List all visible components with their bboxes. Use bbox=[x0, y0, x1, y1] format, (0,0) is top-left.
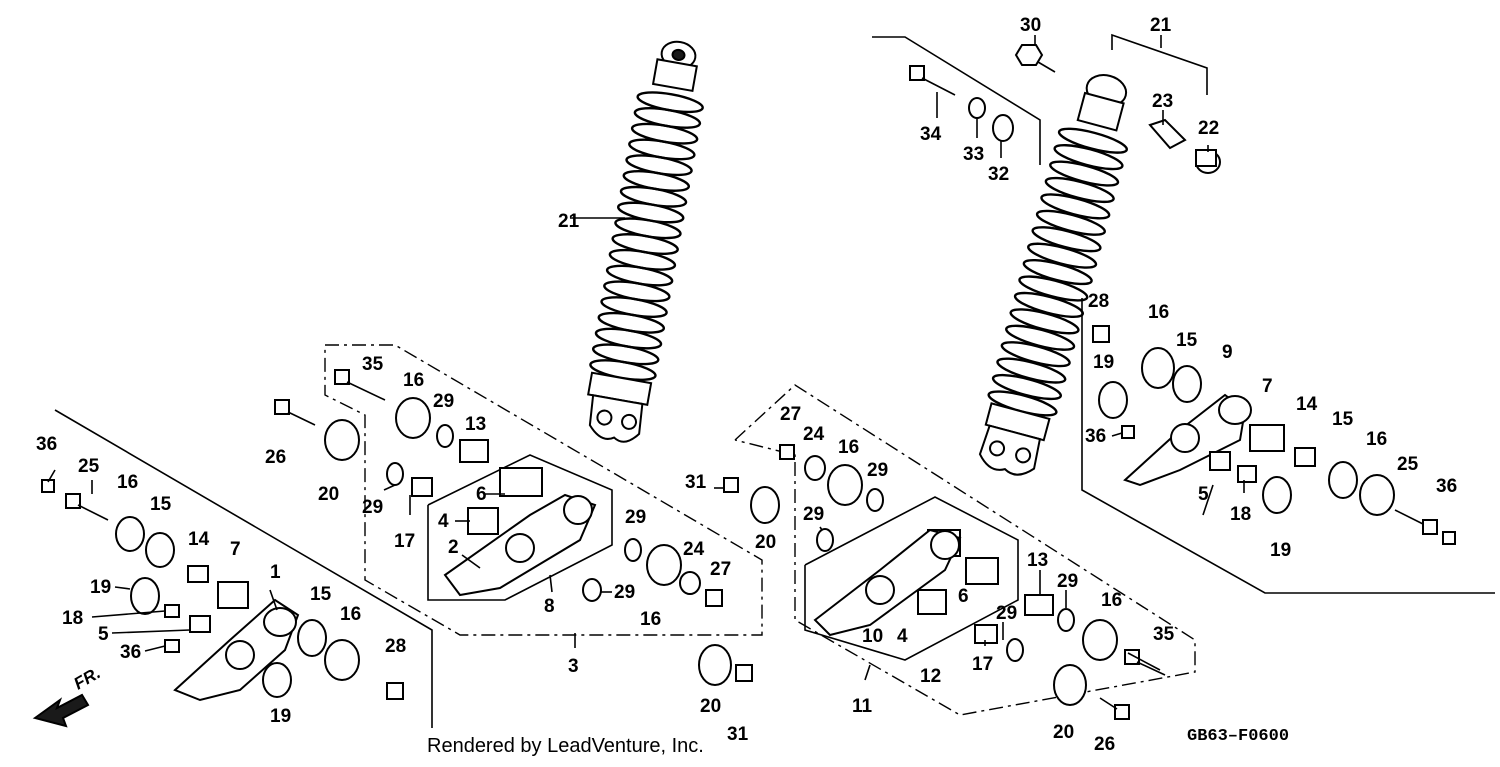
shock-absorber-left bbox=[587, 40, 704, 443]
callout-8: 8 bbox=[544, 596, 555, 617]
callout-20: 20 bbox=[755, 532, 776, 553]
front-direction-label: FR. bbox=[71, 663, 104, 693]
callout-17: 17 bbox=[972, 654, 993, 675]
callout-21: 21 bbox=[558, 211, 580, 232]
callout-11: 11 bbox=[852, 696, 873, 717]
callout-36: 36 bbox=[120, 642, 141, 663]
callout-35: 35 bbox=[1153, 624, 1175, 645]
callout-36: 36 bbox=[36, 434, 57, 455]
callout-29: 29 bbox=[1057, 571, 1078, 592]
callout-13: 13 bbox=[465, 414, 486, 435]
callout-5: 5 bbox=[98, 624, 109, 645]
callout-31: 31 bbox=[727, 724, 749, 745]
callout-26: 26 bbox=[1094, 734, 1115, 755]
callout-24: 24 bbox=[683, 539, 705, 560]
callout-16: 16 bbox=[117, 472, 138, 493]
callout-20: 20 bbox=[700, 696, 721, 717]
callout-29: 29 bbox=[625, 507, 646, 528]
callout-19: 19 bbox=[1270, 540, 1291, 561]
callout-27: 27 bbox=[710, 559, 731, 580]
callout-18: 18 bbox=[1230, 504, 1251, 525]
callout-35: 35 bbox=[362, 354, 384, 375]
callout-12: 12 bbox=[920, 666, 941, 687]
callout-33: 33 bbox=[963, 144, 984, 165]
callout-5: 5 bbox=[1198, 484, 1209, 505]
callout-29: 29 bbox=[614, 582, 635, 603]
callout-20: 20 bbox=[1053, 722, 1074, 743]
callout-23: 23 bbox=[1152, 91, 1173, 112]
callout-18: 18 bbox=[62, 608, 83, 629]
callout-26: 26 bbox=[265, 447, 286, 468]
callout-16: 16 bbox=[640, 609, 661, 630]
callout-13: 13 bbox=[1027, 550, 1048, 571]
callout-31: 31 bbox=[685, 472, 707, 493]
callout-16: 16 bbox=[838, 437, 859, 458]
callout-22: 22 bbox=[1198, 118, 1219, 139]
render-credit: Rendered by LeadVenture, Inc. bbox=[427, 735, 704, 757]
callout-25: 25 bbox=[78, 456, 100, 477]
callout-29: 29 bbox=[362, 497, 383, 518]
callout-19: 19 bbox=[1093, 352, 1114, 373]
callout-28: 28 bbox=[385, 636, 406, 657]
callout-19: 19 bbox=[270, 706, 291, 727]
front-direction-arrow-icon bbox=[32, 693, 90, 728]
callout-29: 29 bbox=[433, 391, 454, 412]
callout-25: 25 bbox=[1397, 454, 1419, 475]
callout-36: 36 bbox=[1436, 476, 1457, 497]
callout-36: 36 bbox=[1085, 426, 1106, 447]
callout-19: 19 bbox=[90, 577, 111, 598]
callout-28: 28 bbox=[1088, 291, 1109, 312]
callout-21: 21 bbox=[1150, 15, 1172, 36]
callout-1: 1 bbox=[270, 562, 281, 583]
callout-16: 16 bbox=[403, 370, 424, 391]
callout-15: 15 bbox=[310, 584, 332, 605]
callout-10: 10 bbox=[862, 626, 883, 647]
callout-2: 2 bbox=[448, 537, 459, 558]
callout-27: 27 bbox=[780, 404, 801, 425]
callout-6: 6 bbox=[476, 484, 487, 505]
callout-30: 30 bbox=[1020, 15, 1041, 36]
shock-absorber-right bbox=[978, 74, 1128, 476]
callout-4: 4 bbox=[438, 511, 449, 532]
callout-14: 14 bbox=[1296, 394, 1318, 415]
callout-6: 6 bbox=[958, 586, 969, 607]
callout-16: 16 bbox=[1101, 590, 1122, 611]
leader-lines bbox=[47, 35, 1245, 681]
callout-24: 24 bbox=[803, 424, 825, 445]
callout-16: 16 bbox=[1148, 302, 1169, 323]
callout-14: 14 bbox=[188, 529, 210, 550]
callout-3: 3 bbox=[568, 656, 579, 677]
callout-17: 17 bbox=[394, 531, 415, 552]
callout-15: 15 bbox=[1332, 409, 1354, 430]
callout-7: 7 bbox=[1262, 376, 1273, 397]
callout-15: 15 bbox=[150, 494, 172, 515]
hardware-parts bbox=[32, 44, 1456, 728]
callout-20: 20 bbox=[318, 484, 339, 505]
callout-29: 29 bbox=[867, 460, 888, 481]
callout-16: 16 bbox=[1366, 429, 1387, 450]
callout-32: 32 bbox=[988, 164, 1009, 185]
callout-7: 7 bbox=[230, 539, 241, 560]
callout-4: 4 bbox=[897, 626, 908, 647]
diagram-code: GB63–F0600 bbox=[1187, 727, 1289, 746]
callout-9: 9 bbox=[1222, 342, 1233, 363]
callout-16: 16 bbox=[340, 604, 361, 625]
callout-15: 15 bbox=[1176, 330, 1198, 351]
callout-34: 34 bbox=[920, 124, 942, 145]
callout-labels: 21 21 30 23 22 34 33 32 28 16 15 9 19 7 … bbox=[36, 15, 1457, 755]
callout-29: 29 bbox=[996, 603, 1017, 624]
callout-29: 29 bbox=[803, 504, 824, 525]
